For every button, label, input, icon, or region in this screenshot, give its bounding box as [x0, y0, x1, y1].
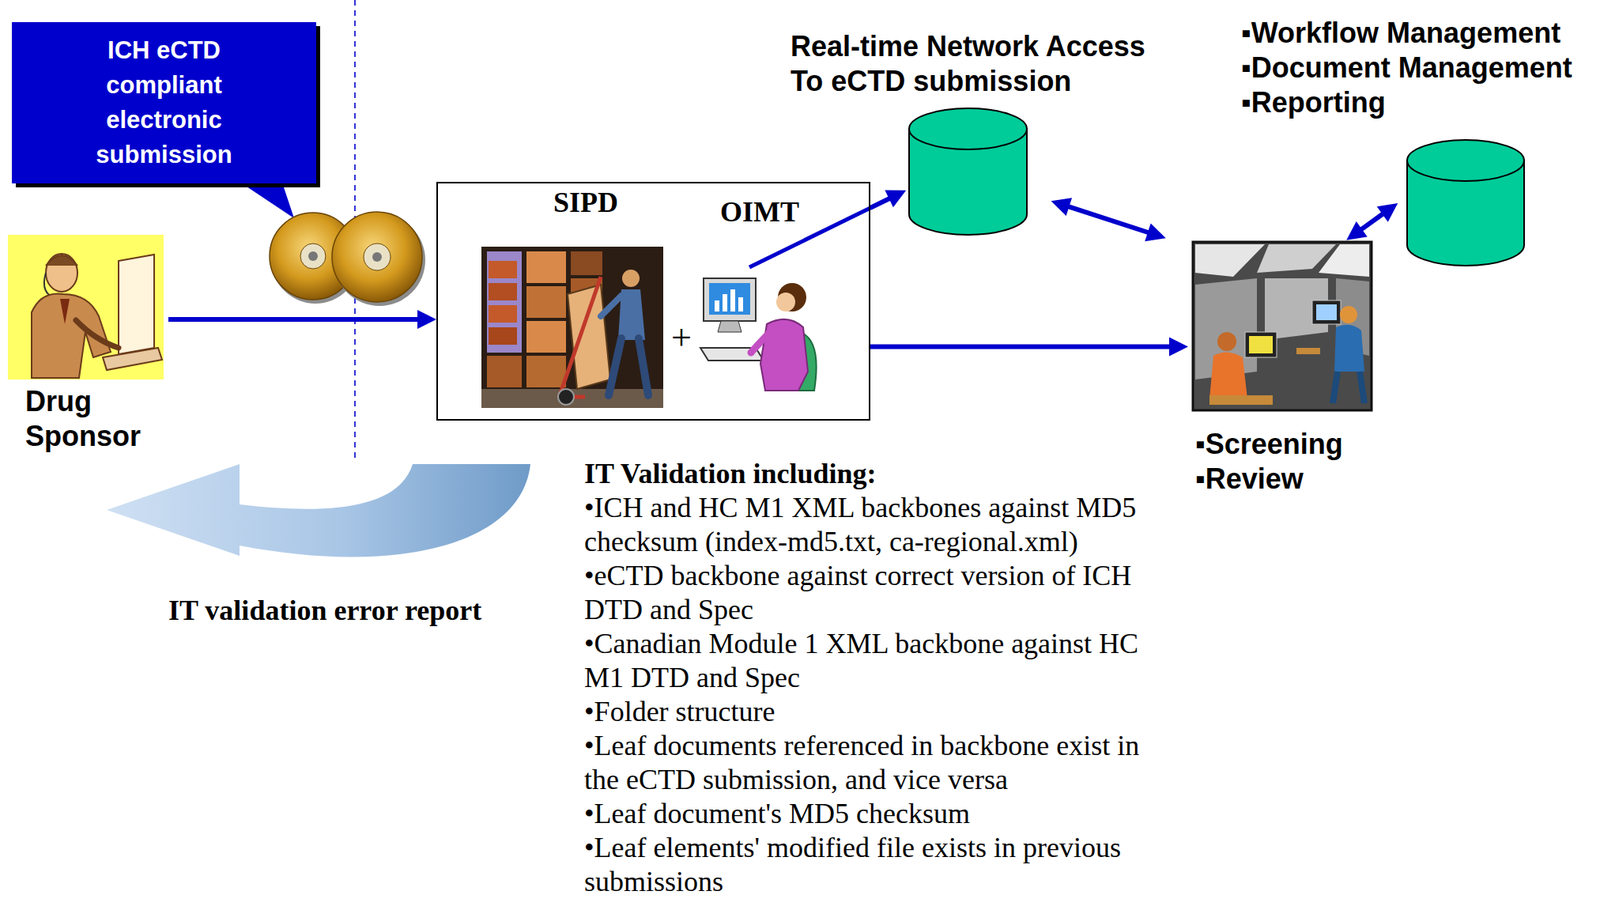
list-item: •Canadian Module 1 XML backbone against … — [584, 626, 1170, 695]
arrowhead — [1346, 221, 1367, 241]
process-box: SIPD OIMT — [436, 181, 871, 421]
callout-tail — [237, 180, 295, 219]
list-item: •Folder structure — [584, 694, 1170, 729]
list-item: •eCTD backbone against correct version o… — [584, 558, 1170, 627]
arrow-label: IT validation error report — [168, 594, 482, 627]
node-text: OIMT — [720, 196, 800, 228]
sponsor-figure: Drug Sponsor — [7, 234, 164, 380]
return-arrow — [106, 464, 531, 557]
cylinder-outline — [907, 106, 1029, 237]
sponsor-clipart — [7, 234, 164, 380]
connector — [1051, 197, 1167, 242]
connector-line — [870, 343, 1171, 349]
warehouse-clipart — [481, 246, 664, 408]
node-title: SIPD — [553, 186, 619, 219]
list-heading: IT Validation including: — [584, 456, 1170, 491]
cd-discs — [269, 211, 426, 306]
validation-list: IT Validation including:•ICH and HC M1 X… — [584, 456, 1170, 899]
arrowhead — [417, 309, 437, 329]
cylinder-top — [1407, 139, 1525, 182]
connector — [870, 336, 1189, 356]
list-item: •Leaf elements' modified file exists in … — [584, 830, 1170, 899]
connector — [1346, 203, 1398, 241]
arrowhead — [1169, 336, 1189, 356]
arrowhead — [884, 190, 906, 208]
arrowhead — [1051, 197, 1073, 216]
reviewer-figure: ▪Screening▪Review — [1192, 241, 1372, 411]
callout-box: ICH eCTD compliant electronic submission — [11, 22, 317, 184]
connector — [870, 190, 906, 208]
node-text: ▪Document Management — [1241, 50, 1573, 86]
node-title: Real-time Network Access To eCTD submiss… — [790, 29, 1167, 99]
arrowhead — [1377, 203, 1398, 223]
plus-sign: + — [671, 317, 692, 358]
clerk-clipart — [700, 278, 817, 391]
cylinder-top — [909, 108, 1027, 150]
node-text: ▪Review — [1195, 461, 1304, 497]
database-cylinder: Real-time Network Access To eCTD submiss… — [907, 106, 1029, 237]
node-title: ▪Workflow Management — [1241, 15, 1561, 51]
database-cylinder: ▪Workflow Management▪Document Management… — [1405, 138, 1526, 268]
list-item: •Leaf document's MD5 checksum — [584, 796, 1170, 831]
connector-line — [1067, 206, 1149, 234]
list-item: •Leaf documents referenced in backbone e… — [584, 728, 1170, 797]
node-title: ICH eCTD compliant electronic submission — [65, 33, 264, 173]
cylinder-outline — [1405, 138, 1526, 268]
node-title: Drug Sponsor — [25, 384, 160, 454]
list-item: •ICH and HC M1 XML backbones against MD5… — [584, 490, 1170, 559]
connector — [168, 309, 437, 329]
reviewers-clipart — [1192, 241, 1372, 411]
connector-line — [870, 197, 891, 208]
arrowhead — [1144, 222, 1167, 242]
node-title: ▪Screening — [1195, 426, 1344, 462]
connector-line — [1360, 213, 1384, 231]
node-text: ▪Reporting — [1241, 85, 1386, 121]
connector-line — [168, 316, 419, 322]
